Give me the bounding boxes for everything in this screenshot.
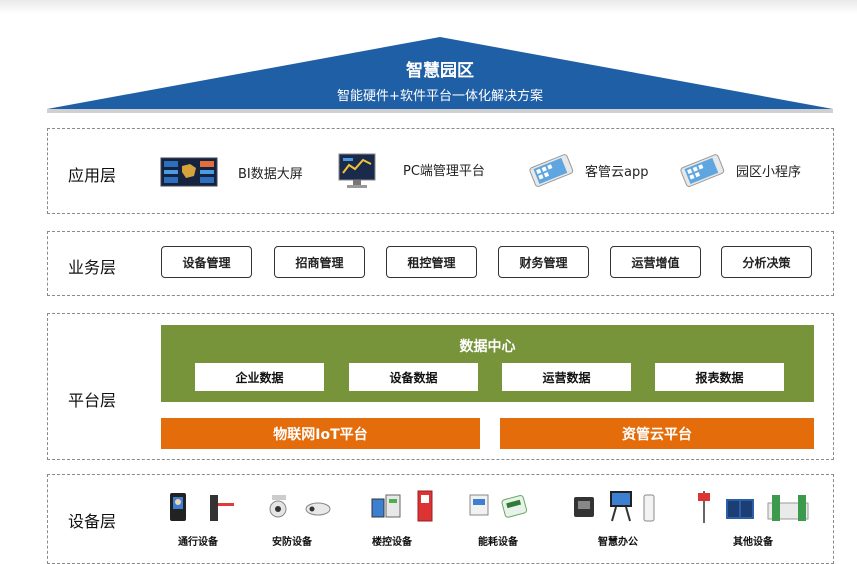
roof-banner [47, 37, 833, 113]
layer-label-business: 业务层 [68, 258, 117, 277]
security-camera-icon [269, 495, 331, 518]
building-control-icon [371, 490, 433, 522]
top-shadow [0, 0, 857, 14]
app-label: 园区小程序 [736, 164, 802, 180]
device-group-office[interactable]: 智慧办公 [570, 489, 660, 548]
device-group-building[interactable]: 楼控设备 [366, 489, 436, 548]
layer-label-device: 设备层 [68, 512, 117, 531]
device-group-energy[interactable]: 能耗设备 [466, 489, 536, 548]
smartphone-icon [529, 154, 574, 187]
device-label: 楼控设备 [372, 537, 412, 548]
device-group-security[interactable]: 安防设备 [266, 489, 336, 548]
monitor-icon [338, 153, 376, 188]
application-layer: 应用层 BI数据大屏 PC端管理平台 [47, 128, 834, 214]
layer-label-platform: 平台层 [68, 391, 117, 410]
device-layer: 设备层 通行设备 安防设备 楼控设备 [47, 474, 834, 564]
biz-lease-management[interactable]: 租控管理 [386, 246, 477, 278]
app-item-client-app[interactable]: 客管云app [525, 153, 648, 187]
app-label: PC端管理平台 [403, 163, 485, 179]
device-group-access[interactable]: 通行设备 [166, 489, 236, 548]
page-title: 智慧园区 [406, 61, 474, 81]
app-label: 客管云app [585, 164, 649, 180]
access-gate-icon [170, 493, 234, 521]
biz-operation-value-added[interactable]: 运营增值 [610, 246, 701, 278]
page-subtitle: 智能硬件+软件平台一体化解决方案 [337, 89, 543, 104]
data-operation[interactable]: 运营数据 [502, 363, 631, 391]
device-group-other[interactable]: 其他设备 [688, 489, 818, 548]
data-center-panel: 数据中心 企业数据 设备数据 运营数据 报表数据 [161, 325, 814, 402]
app-item-bi-screen[interactable]: BI数据大屏 [160, 156, 303, 188]
biz-analysis-decision[interactable]: 分析决策 [721, 246, 812, 278]
biz-finance-management[interactable]: 财务管理 [498, 246, 589, 278]
device-label: 能耗设备 [478, 537, 518, 548]
data-center-title: 数据中心 [459, 339, 516, 355]
biz-device-management[interactable]: 设备管理 [161, 246, 252, 278]
device-label: 通行设备 [178, 537, 218, 548]
device-label: 安防设备 [272, 537, 312, 548]
energy-meter-icon [469, 494, 528, 518]
layer-label-application: 应用层 [68, 166, 117, 185]
app-label: BI数据大屏 [238, 166, 303, 182]
dashboard-screen-icon [160, 157, 218, 187]
other-devices-icon [698, 491, 809, 523]
iot-platform-bar[interactable]: 物联网IoT平台 [161, 418, 480, 449]
data-report[interactable]: 报表数据 [655, 363, 784, 391]
biz-investment-management[interactable]: 招商管理 [274, 246, 365, 278]
smart-office-icon [574, 491, 655, 522]
smartphone-icon [680, 154, 725, 187]
device-label: 其他设备 [733, 537, 773, 548]
app-item-mini-program[interactable]: 园区小程序 [676, 153, 801, 187]
data-device[interactable]: 设备数据 [349, 363, 478, 391]
asset-cloud-platform-bar[interactable]: 资管云平台 [500, 418, 814, 449]
platform-layer: 平台层 数据中心 企业数据 设备数据 运营数据 报表数据 物联网IoT平台 资管… [47, 313, 834, 460]
business-layer: 业务层 设备管理 招商管理 租控管理 财务管理 运营增值 分析决策 [47, 231, 834, 296]
data-enterprise[interactable]: 企业数据 [195, 363, 324, 391]
app-item-pc-platform[interactable]: PC端管理平台 [335, 151, 485, 191]
device-label: 智慧办公 [598, 537, 638, 548]
